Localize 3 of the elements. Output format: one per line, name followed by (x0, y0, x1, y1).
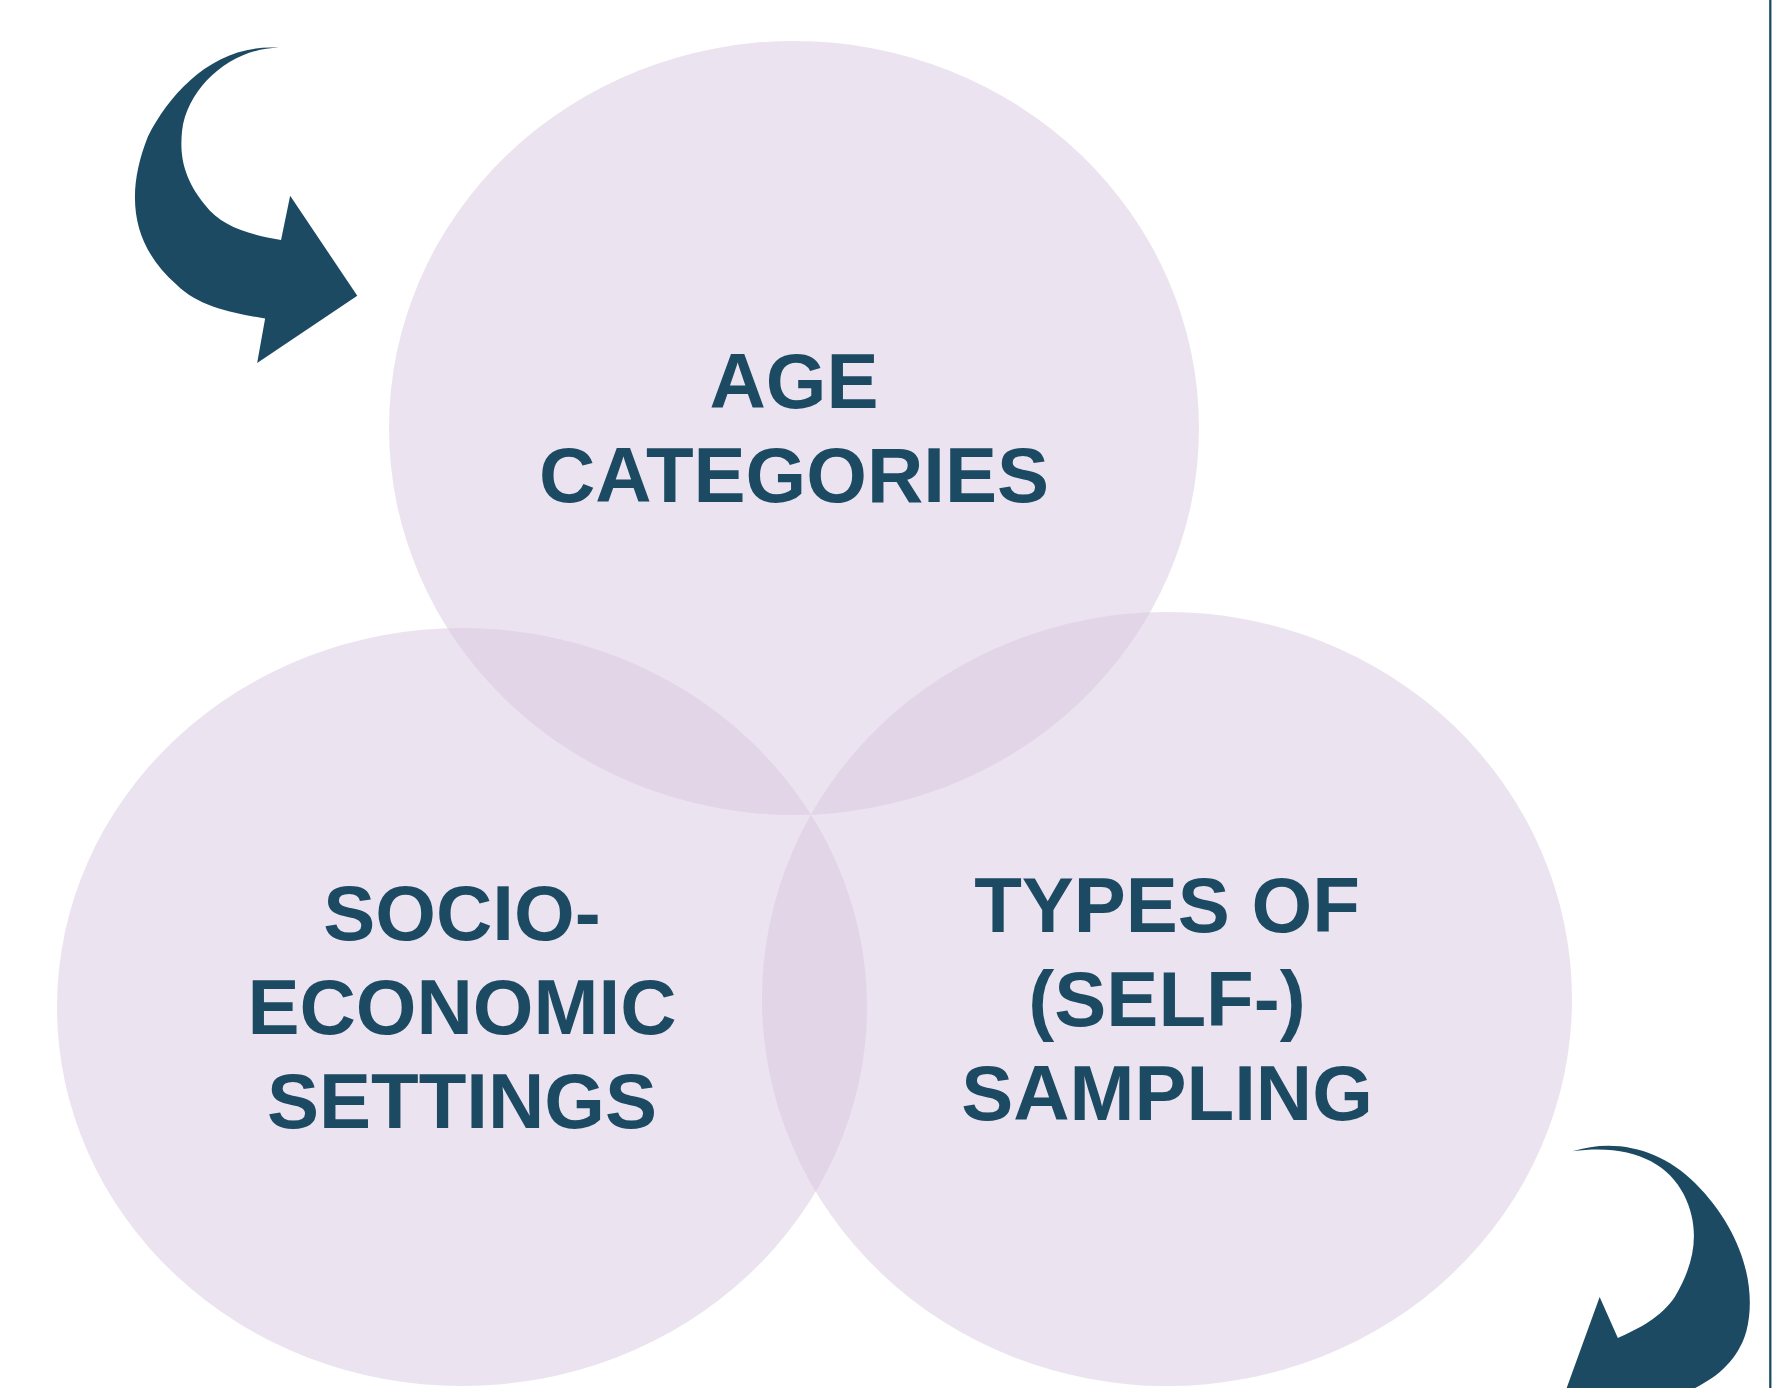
circle-label: TYPES OF (SELF-) SAMPLING (960, 860, 1374, 1139)
circle-label: SOCIO- ECONOMIC SETTINGS (246, 868, 678, 1147)
circle-label: AGE CATEGORIES (538, 336, 1050, 521)
